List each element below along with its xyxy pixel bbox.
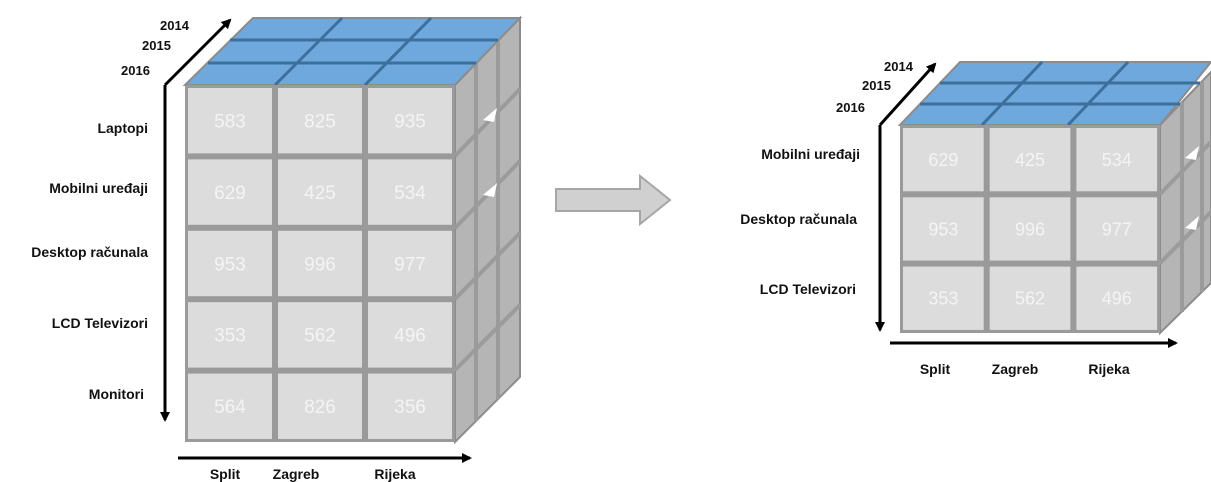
- cube-cell: [278, 88, 362, 154]
- right-cube-side-grid: [1158, 82, 1211, 312]
- cube-cell-value: 534: [1102, 150, 1132, 170]
- cube-cell-value: 996: [1015, 219, 1045, 239]
- cube-cell-value: 356: [394, 397, 426, 418]
- left-year-label-2016: 2016: [121, 63, 150, 78]
- left-cube: 583 825 935 629 425 534 953 996 977 353 562 496 564 8…: [182, 15, 523, 445]
- cube-cell: [368, 373, 452, 439]
- right-cube: 629 425 534 953 996 977 353 562 496: [897, 60, 1211, 336]
- cube-cell: [188, 230, 272, 297]
- cube-cell: [278, 159, 362, 225]
- cube-cell: [278, 230, 362, 297]
- cube-cell: [368, 88, 452, 154]
- cube-cell: [278, 373, 362, 439]
- cube-cell: [188, 302, 272, 368]
- cube-cell: [989, 266, 1071, 330]
- right-axes: [875, 62, 1178, 348]
- left-row-label: Monitori: [89, 386, 144, 402]
- cube-cell-value: 425: [1015, 150, 1045, 170]
- cube-cell: [1076, 266, 1158, 330]
- cube-cell: [368, 302, 452, 368]
- cube-cell-value: 496: [394, 326, 426, 347]
- left-cube-side-grid: [453, 40, 522, 421]
- cube-cell-value: 977: [1102, 219, 1132, 239]
- cube-cell: [1076, 197, 1158, 261]
- right-year-label-2014: 2014: [884, 59, 914, 74]
- left-row-label: Laptopi: [97, 120, 148, 136]
- cube-cell-value: 935: [394, 112, 426, 133]
- cube-cell-value: 425: [304, 183, 336, 204]
- left-row-label: Mobilni uređaji: [49, 180, 148, 196]
- cube-cell: [903, 197, 984, 261]
- left-cube-top-grid: [208, 16, 498, 87]
- right-cube-top-grid: [920, 60, 1200, 127]
- left-row-label: Desktop računala: [31, 244, 148, 260]
- cube-cell-value: 564: [214, 397, 246, 418]
- left-year-axis: [163, 18, 232, 87]
- right-row-label: Desktop računala: [740, 211, 857, 227]
- left-year-label-2015: 2015: [142, 38, 171, 53]
- cube-cell: [903, 266, 984, 330]
- cube-cell-value: 562: [1015, 289, 1045, 309]
- cube-cell: [188, 88, 272, 154]
- left-col-label: Zagreb: [273, 466, 320, 482]
- left-row-label: LCD Televizori: [52, 315, 148, 331]
- cube-cell-value: 825: [304, 112, 336, 133]
- left-col-label: Split: [210, 466, 241, 482]
- cube-cell-value: 353: [928, 289, 958, 309]
- cube-cell: [368, 159, 452, 225]
- right-row-label: LCD Televizori: [760, 281, 856, 297]
- cube-cell-value: 534: [394, 183, 426, 204]
- right-row-label: Mobilni uređaji: [761, 146, 860, 162]
- cube-cell-value: 977: [394, 254, 426, 275]
- right-year-label-2015: 2015: [862, 78, 891, 93]
- cube-cell: [278, 302, 362, 368]
- cube-cell-value: 629: [214, 183, 246, 204]
- cube-cell: [903, 128, 984, 192]
- cube-cell: [989, 128, 1071, 192]
- cube-cell: [989, 197, 1071, 261]
- cube-cell-value: 826: [304, 397, 336, 418]
- cube-cell-value: 996: [304, 254, 336, 275]
- cube-cell: [1076, 128, 1158, 192]
- right-col-label: Zagreb: [992, 361, 1039, 377]
- left-year-label-2014: 2014: [160, 18, 190, 33]
- cube-cell-value: 496: [1102, 289, 1132, 309]
- right-cube-top-face: [897, 61, 1211, 126]
- right-year-axis: [878, 62, 937, 127]
- cube-cell-value: 562: [304, 326, 336, 347]
- cube-cell-value: 583: [214, 112, 246, 133]
- right-col-label: Split: [920, 361, 951, 377]
- transition-arrow: [555, 173, 672, 227]
- right-year-label-2016: 2016: [836, 100, 865, 115]
- right-col-label: Rijeka: [1088, 361, 1129, 377]
- left-axes: [160, 18, 472, 463]
- cube-cell: [188, 373, 272, 439]
- cube-cell: [188, 159, 272, 225]
- cube-cell-value: 629: [928, 150, 958, 170]
- cube-cell: [368, 230, 452, 297]
- cube-cell-value: 953: [928, 219, 958, 239]
- left-cube-side-face: [454, 15, 521, 445]
- cube-cell-value: 353: [214, 326, 246, 347]
- left-col-label: Rijeka: [374, 466, 415, 482]
- cube-cell-value: 953: [214, 254, 246, 275]
